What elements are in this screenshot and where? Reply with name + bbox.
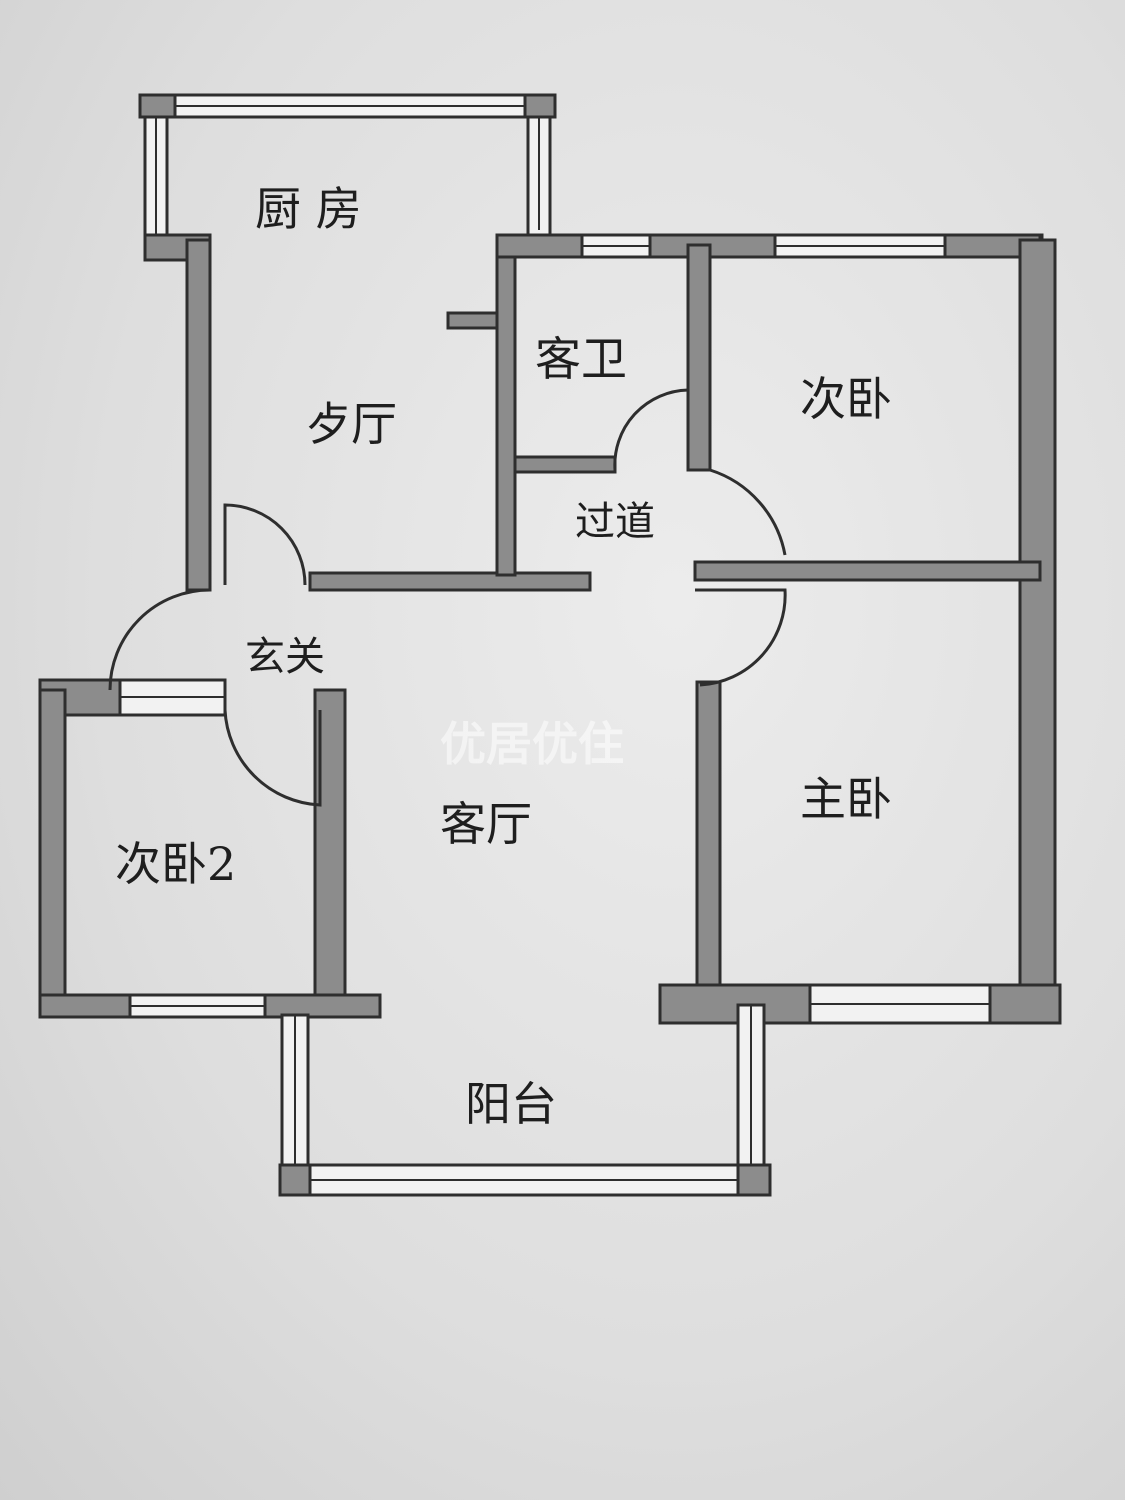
east-outer-wall [1018, 238, 1057, 1002]
bedroom-divider-wall [693, 560, 1042, 582]
room-label-entrance: 玄关 [245, 634, 325, 680]
bath-bottom-wall [513, 455, 617, 474]
room-label-master: 主卧 [800, 772, 892, 826]
room-label-balcony: 阳台 [465, 1077, 557, 1131]
kitchen-window-right [526, 115, 552, 247]
bedroom2-window-wall [38, 993, 382, 1019]
bedroom-left-wall [686, 243, 712, 472]
bedroom2-left-wall [38, 688, 67, 1017]
room-label-corridor: 过道 [575, 499, 655, 545]
room-label-dining: 歺厅 [305, 397, 397, 451]
master-window-wall [658, 983, 1062, 1025]
dining-left-wall [185, 238, 212, 592]
dining-bottom-wall [308, 571, 592, 592]
balcony-windows [278, 1003, 772, 1197]
master-left-wall [695, 680, 722, 1002]
north-window-wall [495, 233, 1044, 259]
door-arcs [108, 388, 787, 807]
room-label-kitchen: 厨 房 [255, 182, 362, 236]
watermark: 优居优住 [440, 717, 624, 771]
room-label-guest-bath: 客卫 [535, 332, 627, 386]
bedroom2-top-wall [38, 678, 227, 717]
kitchen-window-top [138, 93, 557, 119]
bath-left-wall [495, 243, 517, 577]
room-label-bedroom2: 次卧2 [115, 837, 236, 891]
dining-stub-wall [446, 311, 500, 330]
room-label-living: 客厅 [440, 797, 532, 851]
room-label-bedroom: 次卧 [800, 372, 892, 426]
